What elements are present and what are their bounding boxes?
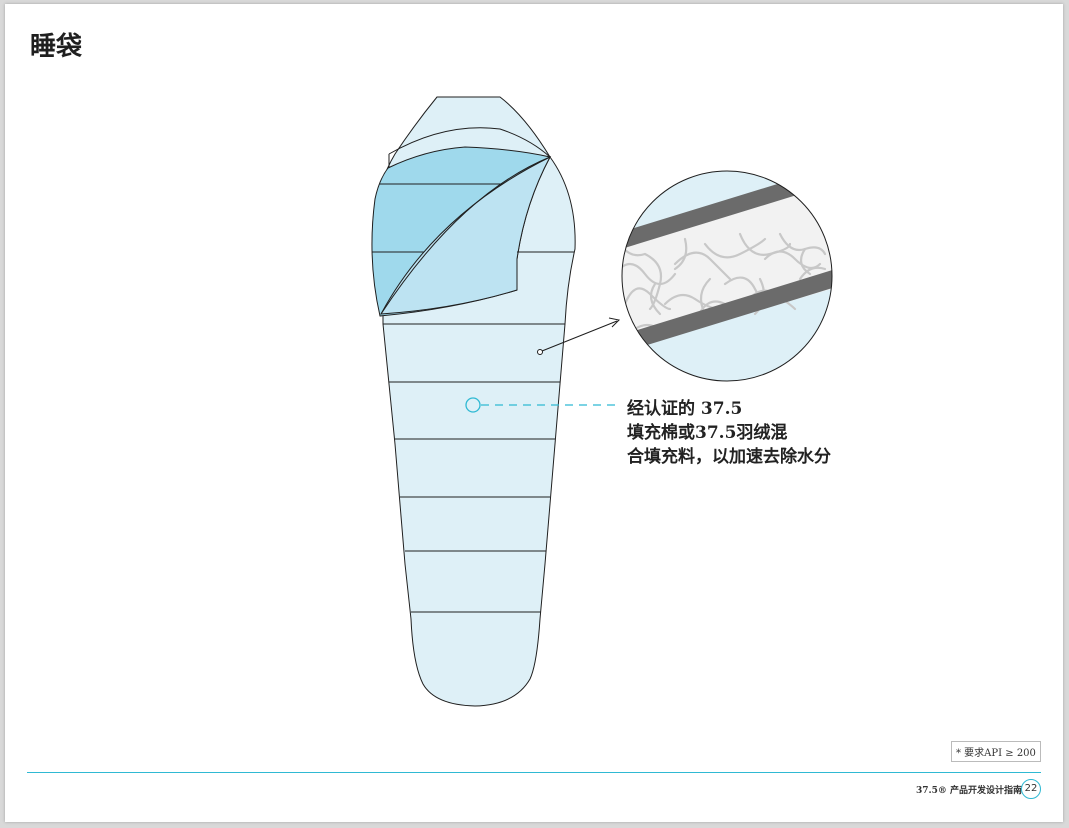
api-requirement-note: * 要求API ≥ 200 bbox=[951, 741, 1041, 762]
sleeping-bag bbox=[371, 96, 576, 707]
guide-title: 37.5® 产品开发设计指南 bbox=[916, 786, 1023, 796]
fill-detail-magnifier bbox=[621, 170, 833, 382]
callout-text: 经认证的 37.5 填充棉或37.5羽绒混 合填充料，以加速去除水分 bbox=[627, 397, 831, 469]
page-title: 睡袋 bbox=[30, 32, 83, 62]
callout-line-3: 合填充料，以加速去除水分 bbox=[627, 447, 831, 467]
footer-rule bbox=[27, 772, 1041, 773]
lower-membrane bbox=[622, 260, 832, 358]
page-number: 22 bbox=[1021, 779, 1041, 799]
document-page: 睡袋 bbox=[5, 4, 1063, 822]
opening-flap bbox=[380, 155, 552, 315]
hood-rim bbox=[388, 127, 551, 158]
baffle-lines bbox=[383, 251, 574, 613]
callout-marker bbox=[465, 397, 481, 413]
sleeping-bag-illustration bbox=[371, 96, 833, 707]
callout-line-2: 填充棉或37.5羽绒混 bbox=[627, 423, 788, 443]
callout-connector bbox=[465, 397, 620, 413]
callout-line-1: 经认证的 37.5 bbox=[627, 399, 743, 419]
zoom-pointer bbox=[537, 317, 621, 355]
